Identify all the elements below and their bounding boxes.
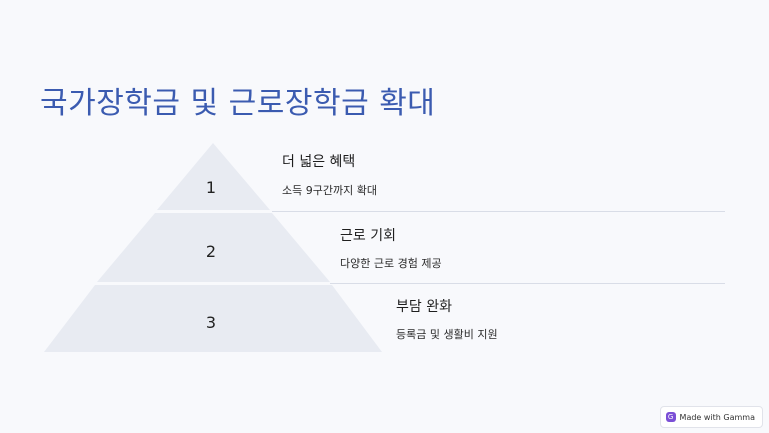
level-1-description: 소득 9구간까지 확대 — [282, 184, 377, 197]
level-3-title: 부담 완화 — [396, 299, 452, 315]
pyramid-level-1-shape — [157, 143, 270, 210]
gamma-logo-icon: G — [665, 412, 676, 422]
made-with-gamma-badge[interactable]: G Made with Gamma — [659, 406, 763, 428]
divider-1 — [272, 211, 725, 212]
level-number-2: 2 — [205, 242, 217, 261]
level-2-title: 근로 기회 — [340, 228, 396, 244]
page-title: 국가장학금 및 근로장학금 확대 — [40, 86, 436, 121]
level-1-title: 더 넓은 혜택 — [282, 154, 356, 170]
badge-label: Made with Gamma — [679, 412, 755, 422]
level-number-1: 1 — [205, 178, 217, 197]
divider-2 — [330, 283, 725, 284]
pyramid-level-2-shape — [97, 213, 330, 282]
level-3-description: 등록금 및 생활비 지원 — [396, 328, 498, 341]
level-number-3: 3 — [205, 313, 217, 332]
level-2-description: 다양한 근로 경험 제공 — [340, 257, 442, 270]
pyramid-level-3-shape — [44, 285, 382, 352]
